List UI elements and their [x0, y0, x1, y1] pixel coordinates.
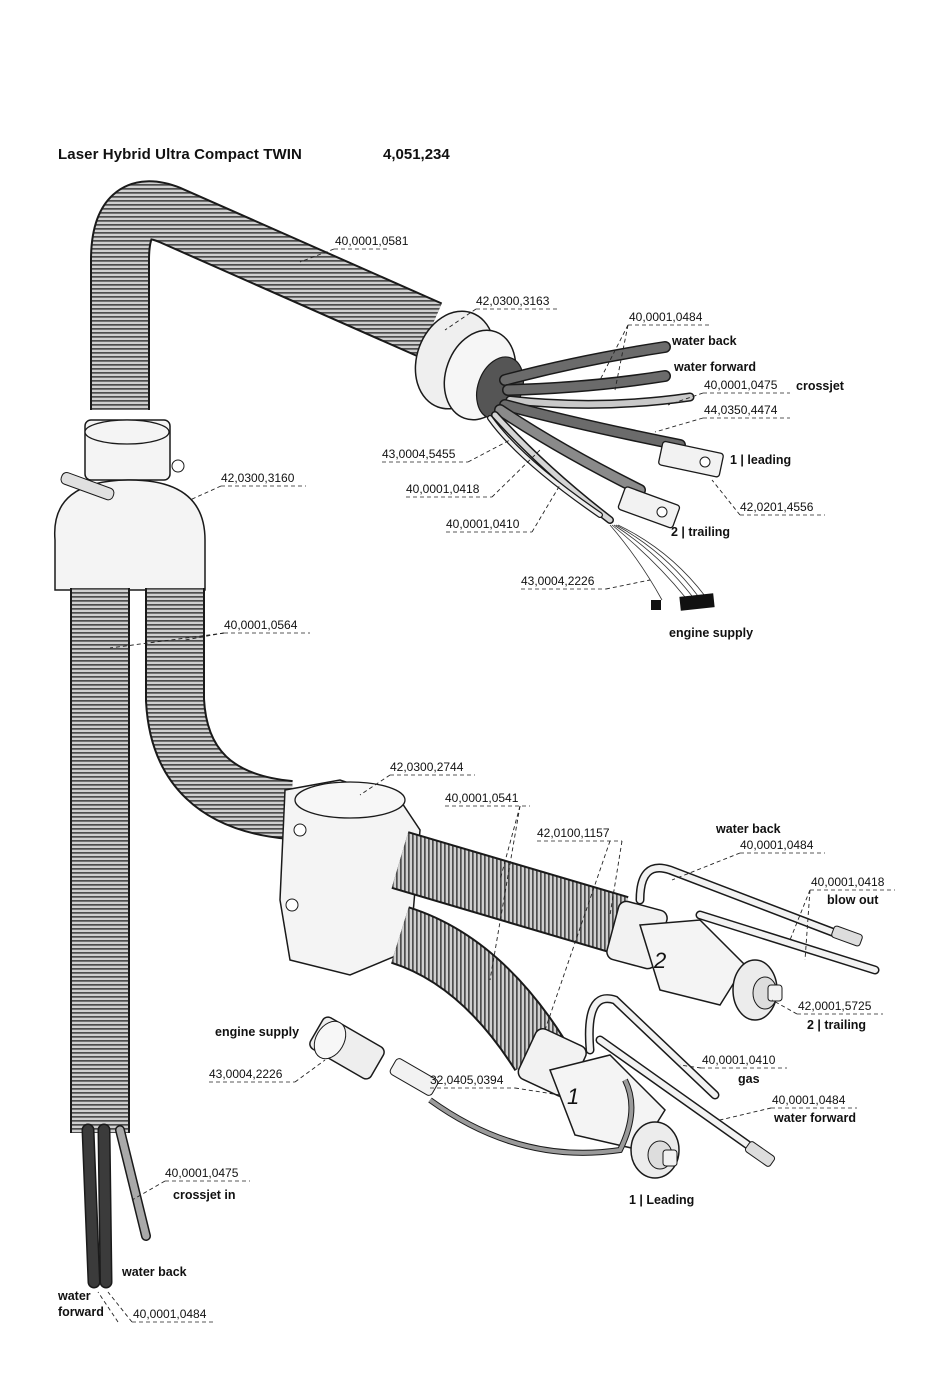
- label-water-forward: water forward: [773, 1111, 856, 1125]
- label-water-forward-line2: forward: [58, 1305, 104, 1319]
- part-number-label: 42,0300,3163: [476, 294, 550, 308]
- part-number-label: 44,0350,4474: [704, 403, 778, 417]
- part-number-label: 42,0001,5725: [798, 999, 872, 1013]
- part-number-label: 40,0001,0475: [165, 1166, 239, 1180]
- label-engine-supply: engine supply: [215, 1025, 299, 1039]
- label-leading: 1 | Leading: [629, 1193, 694, 1207]
- part-number-label: 40,0001,0418: [811, 875, 885, 889]
- part-number-label: 42,0201,4556: [740, 500, 814, 514]
- part-number-label: 40,0001,0484: [740, 838, 814, 852]
- label-water-forward: water forward: [673, 360, 756, 374]
- part-number-label: 40,0001,0484: [133, 1307, 207, 1321]
- label-water-back: water back: [121, 1265, 187, 1279]
- label-crossjet: crossjet: [796, 379, 845, 393]
- left-vertical-hose: [70, 588, 130, 1133]
- part-number-label: 40,0001,0541: [445, 791, 519, 805]
- main-corrugated-hose: [90, 180, 443, 410]
- document-number: 4,051,234: [383, 146, 450, 163]
- leader-lines: [97, 248, 895, 1323]
- engine-supply-plug-large: [679, 593, 715, 611]
- part-number-label: 40,0001,0484: [772, 1093, 846, 1107]
- label-gas: gas: [738, 1072, 760, 1086]
- part-number-label: 42,0300,2744: [390, 760, 464, 774]
- label-blow-out: blow out: [827, 893, 879, 907]
- branch-hose-leading: [390, 906, 566, 1072]
- label-trailing: 2 | trailing: [807, 1018, 866, 1032]
- torch-trailing-tubes: [635, 863, 880, 975]
- torch-leading: [517, 1028, 680, 1179]
- label-leading: 1 | leading: [730, 453, 791, 467]
- torch-leading-tubes: [584, 994, 776, 1167]
- bottom-tubes: [81, 1123, 151, 1289]
- part-number-label: 43,0004,2226: [209, 1067, 283, 1081]
- torch-number-1: 1: [567, 1084, 579, 1109]
- label-water-forward-line1: water: [57, 1289, 91, 1303]
- label-engine-supply: engine supply: [669, 626, 753, 640]
- torch-number-2: 2: [653, 948, 666, 973]
- label-water-back: water back: [715, 822, 781, 836]
- part-number-label: 40,0001,0484: [629, 310, 703, 324]
- part-number-label: 40,0001,0581: [335, 234, 409, 248]
- part-number-label: 32,0405,0394: [430, 1073, 504, 1087]
- part-number-label: 42,0300,3160: [221, 471, 295, 485]
- engine-supply-connector: [309, 1016, 635, 1156]
- part-number-label: 43,0004,2226: [521, 574, 595, 588]
- torch-trailing: [606, 900, 783, 1021]
- part-number-label: 40,0001,0410: [702, 1053, 776, 1067]
- label-trailing: 2 | trailing: [671, 525, 730, 539]
- label-crossjet-in: crossjet in: [173, 1188, 236, 1202]
- diagram-title: Laser Hybrid Ultra Compact TWIN: [58, 146, 302, 163]
- cable-bundle-top: [487, 341, 695, 524]
- engine-supply-plug-small: [651, 600, 661, 610]
- engine-supply-wires-top: [609, 524, 706, 601]
- curved-hose-torch: [145, 588, 294, 840]
- torch-splitter: [279, 779, 421, 976]
- cable-lug-trailing: [617, 486, 681, 529]
- part-number-label: 40,0001,0418: [406, 482, 480, 496]
- cable-lug-leading: [658, 440, 724, 478]
- part-number-label: 40,0001,0564: [224, 618, 298, 632]
- part-number-label: 40,0001,0475: [704, 378, 778, 392]
- part-number-label: 42,0100,1157: [537, 826, 610, 840]
- label-water-back: water back: [671, 334, 737, 348]
- part-number-label: 40,0001,0410: [446, 517, 520, 531]
- branch-hose-trailing: [391, 831, 629, 954]
- part-number-label: 43,0004,5455: [382, 447, 456, 461]
- y-splitter: [54, 419, 206, 591]
